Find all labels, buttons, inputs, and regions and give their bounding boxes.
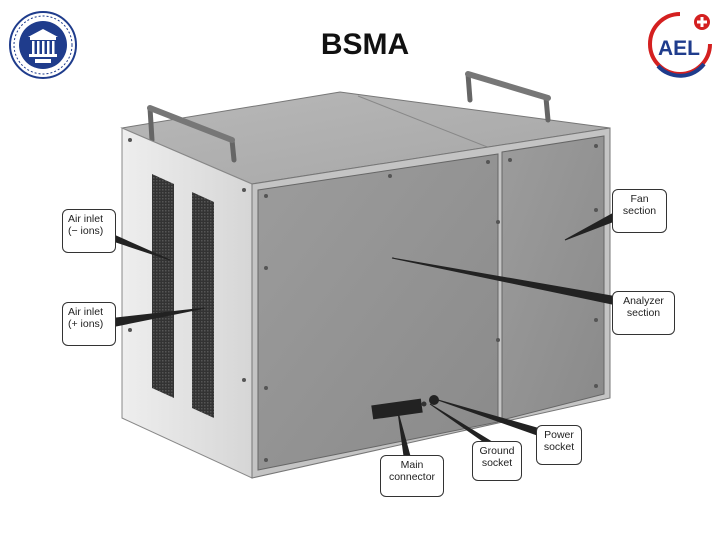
callout-line: Fan	[630, 193, 649, 205]
ael-logo-text: AEL	[658, 37, 700, 60]
callout-line: socket	[481, 457, 513, 469]
callout-line: connector	[388, 471, 436, 483]
callout-line: Air inlet	[68, 306, 104, 318]
callout-line: section	[622, 205, 657, 217]
ael-logo-icon: AEL	[648, 12, 712, 78]
callout-line: Air inlet	[68, 213, 104, 225]
callout-analyzer-section: Analyzer section	[612, 291, 675, 335]
university-seal-icon	[9, 11, 77, 79]
callout-fan-section: Fan section	[612, 189, 667, 233]
callout-line: socket	[543, 441, 575, 453]
callout-air-inlet-positive: Air inlet (+ ions)	[62, 302, 116, 346]
callout-ground-socket: Ground socket	[472, 441, 522, 481]
callout-line: (− ions)	[68, 225, 104, 237]
slide-title: BSMA	[320, 28, 410, 61]
callout-line: (+ ions)	[68, 318, 104, 330]
callout-main-connector: Main connector	[380, 455, 444, 497]
callout-line: Main	[400, 459, 424, 471]
callout-line: Analyzer	[623, 295, 664, 307]
callout-line: section	[626, 307, 661, 319]
callout-power-socket: Power socket	[536, 425, 582, 465]
callout-air-inlet-negative: Air inlet (− ions)	[62, 209, 116, 253]
callout-line: Ground	[479, 445, 515, 457]
callout-line: Power	[544, 429, 574, 441]
